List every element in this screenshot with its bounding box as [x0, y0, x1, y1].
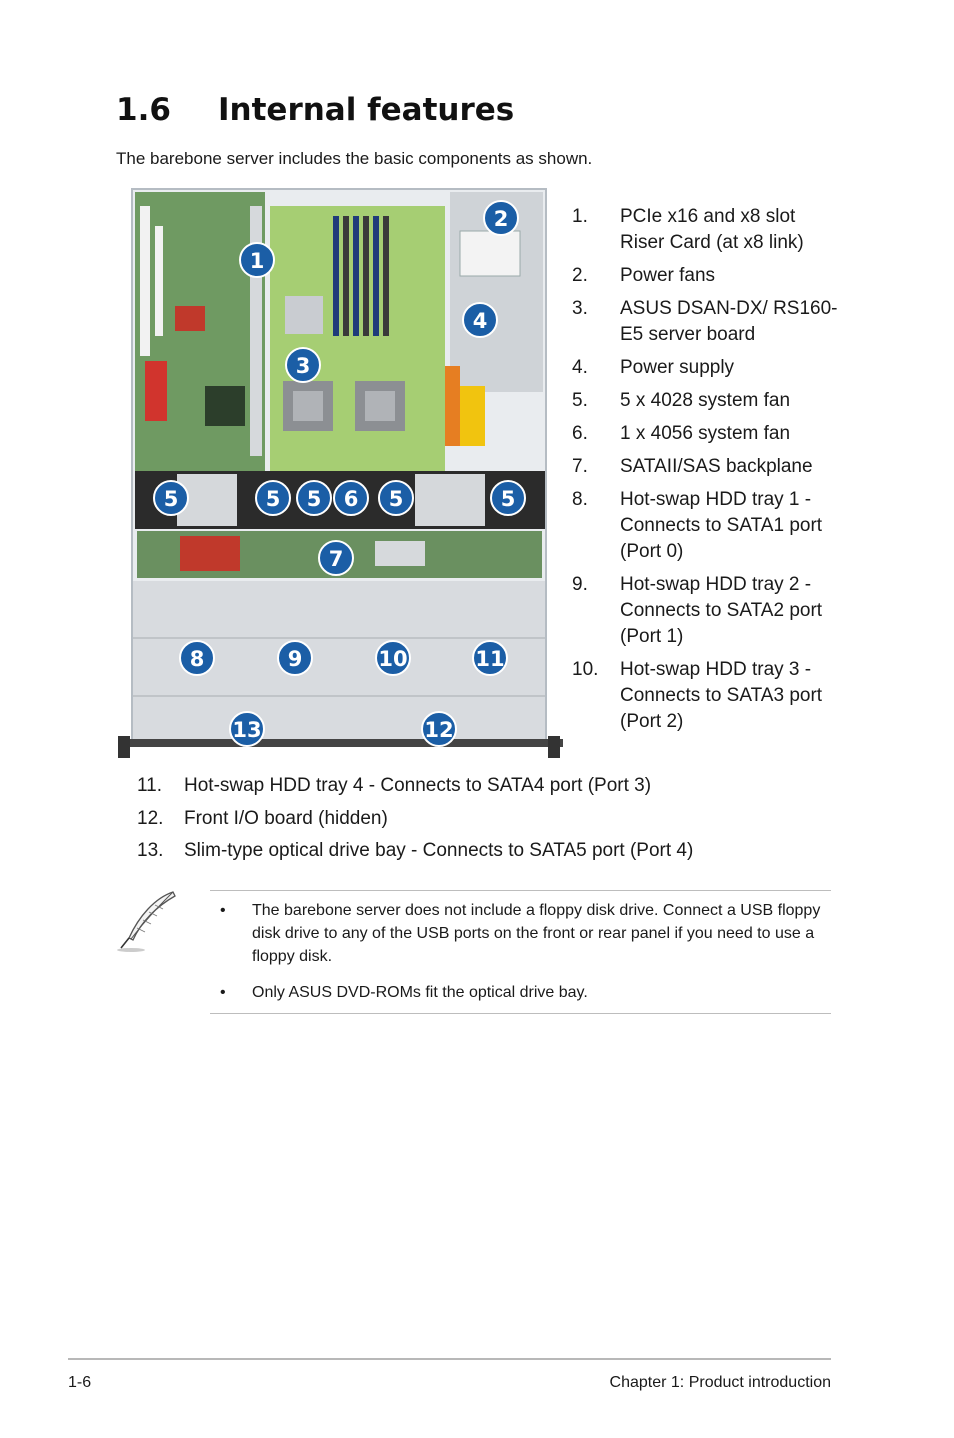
- svg-text:4: 4: [473, 309, 488, 333]
- list-item: 6. 1 x 4056 system fan: [572, 421, 842, 447]
- page-number: 1-6: [68, 1374, 92, 1391]
- item-text: PCIe x16 and x8 slot Riser Card (at x8 l…: [620, 206, 804, 253]
- item-number: 1.: [572, 206, 588, 227]
- list-item: 1. PCIe x16 and x8 slot Riser Card (at x8…: [572, 204, 842, 256]
- note-text: The barebone server does not include a f…: [252, 902, 821, 965]
- callout-badge: 2: [483, 200, 519, 236]
- item-text: Power supply: [620, 357, 735, 378]
- svg-text:6: 6: [344, 487, 359, 511]
- item-number: 6.: [572, 423, 588, 444]
- list-item: 10. Hot-swap HDD tray 3 - Connects to SAT…: [572, 657, 842, 735]
- list-item: 3. ASUS DSAN-DX/ RS160-E5 server board: [572, 296, 842, 348]
- item-text: Hot-swap HDD tray 2 - Connects to SATA2 …: [620, 574, 823, 647]
- section-heading: 1.6 Internal features: [116, 92, 514, 128]
- list-item: 8. Hot-swap HDD tray 1 - Connects to SATA…: [572, 487, 842, 565]
- component-list: 1. PCIe x16 and x8 slot Riser Card (at x8…: [572, 204, 842, 742]
- callout-badge: 8: [179, 640, 215, 676]
- item-number: 10.: [572, 659, 599, 680]
- callout-badge: 11: [472, 640, 508, 676]
- callout-badge: 13: [229, 711, 265, 747]
- list-item: 5. 5 x 4028 system fan: [572, 388, 842, 414]
- callout-badge: 4: [462, 302, 498, 338]
- item-text: SATAII/SAS backplane: [620, 456, 813, 477]
- svg-text:1: 1: [250, 249, 265, 273]
- svg-text:7: 7: [329, 547, 344, 571]
- item-number: 7.: [572, 456, 588, 477]
- item-text: 1 x 4056 system fan: [620, 423, 791, 444]
- callout-badge: 10: [375, 640, 411, 676]
- svg-text:5: 5: [389, 487, 404, 511]
- svg-text:5: 5: [164, 487, 179, 511]
- item-text: Power fans: [620, 265, 716, 286]
- item-number: 9.: [572, 574, 588, 595]
- list-item: 4. Power supply: [572, 355, 842, 381]
- item-number: 5.: [572, 390, 588, 411]
- item-text: Hot-swap HDD tray 4 - Connects to SATA4 …: [184, 775, 652, 796]
- item-text: Slim-type optical drive bay - Connects t…: [184, 840, 694, 861]
- section-title: Internal features: [218, 92, 515, 128]
- svg-text:10: 10: [378, 647, 407, 671]
- chapter-label: Chapter 1: Product introduction: [609, 1374, 831, 1391]
- svg-text:11: 11: [475, 647, 504, 671]
- item-number: 11.: [137, 775, 163, 796]
- callout-badge: 1: [239, 242, 275, 278]
- svg-text:12: 12: [424, 718, 453, 742]
- list-item: 2. Power fans: [572, 263, 842, 289]
- section-number: 1.6: [116, 92, 171, 128]
- callout-badge: 5: [296, 480, 332, 516]
- note-list: • The barebone server does not include a …: [210, 891, 831, 1004]
- item-text: Hot-swap HDD tray 3 - Connects to SATA3 …: [620, 659, 823, 732]
- item-text: Hot-swap HDD tray 1 - Connects to SATA1 …: [620, 489, 823, 562]
- svg-text:5: 5: [266, 487, 281, 511]
- item-number: 8.: [572, 489, 588, 510]
- callout-badge: 3: [285, 347, 321, 383]
- list-item: 13. Slim-type optical drive bay - Connect…: [137, 838, 837, 864]
- item-text: ASUS DSAN-DX/ RS160-E5 server board: [620, 298, 838, 345]
- callout-badge: 6: [333, 480, 369, 516]
- callout-badge: 5: [378, 480, 414, 516]
- list-item: 12. Front I/O board (hidden): [137, 806, 837, 832]
- bullet: •: [220, 902, 226, 919]
- list-item: 9. Hot-swap HDD tray 2 - Connects to SATA…: [572, 572, 842, 650]
- callout-badge: 5: [255, 480, 291, 516]
- item-number: 3.: [572, 298, 588, 319]
- list-item: 7. SATAII/SAS backplane: [572, 454, 842, 480]
- item-number: 12.: [137, 807, 164, 829]
- callout-badge: 12: [421, 711, 457, 747]
- callout-badge: 5: [153, 480, 189, 516]
- callout-badge: 7: [318, 540, 354, 576]
- feather-pen-icon: [117, 891, 176, 952]
- svg-text:5: 5: [501, 487, 516, 511]
- callout-badge: 9: [277, 640, 313, 676]
- item-text: Front I/O board (hidden): [184, 807, 388, 829]
- footer-rule: [68, 1358, 831, 1360]
- component-list-continued: 11. Hot-swap HDD tray 4 - Connects to SAT…: [137, 773, 837, 871]
- svg-text:13: 13: [232, 718, 261, 742]
- item-number: 2.: [572, 265, 588, 286]
- callout-badge: 5: [490, 480, 526, 516]
- item-text: 5 x 4028 system fan: [620, 390, 791, 411]
- svg-text:3: 3: [296, 354, 311, 378]
- svg-text:8: 8: [190, 647, 205, 671]
- bullet: •: [220, 984, 226, 1001]
- note-item: • The barebone server does not include a …: [210, 899, 831, 968]
- server-internal-photo: 1 2 3 4 5 5 5 6 5 5 7 8 9 10 11 12 13: [118, 188, 563, 758]
- riser-card-area: [135, 192, 265, 472]
- list-item: 11. Hot-swap HDD tray 4 - Connects to SAT…: [137, 773, 837, 799]
- note-item: • Only ASUS DVD-ROMs fit the optical driv…: [210, 981, 831, 1004]
- intro-text: The barebone server includes the basic c…: [116, 149, 593, 168]
- svg-text:9: 9: [288, 647, 303, 671]
- item-number: 4.: [572, 357, 588, 378]
- note-box: • The barebone server does not include a …: [210, 890, 831, 1014]
- note-text: Only ASUS DVD-ROMs fit the optical drive…: [252, 984, 588, 1001]
- item-number: 13.: [137, 840, 164, 861]
- svg-text:2: 2: [494, 207, 509, 231]
- svg-text:5: 5: [307, 487, 322, 511]
